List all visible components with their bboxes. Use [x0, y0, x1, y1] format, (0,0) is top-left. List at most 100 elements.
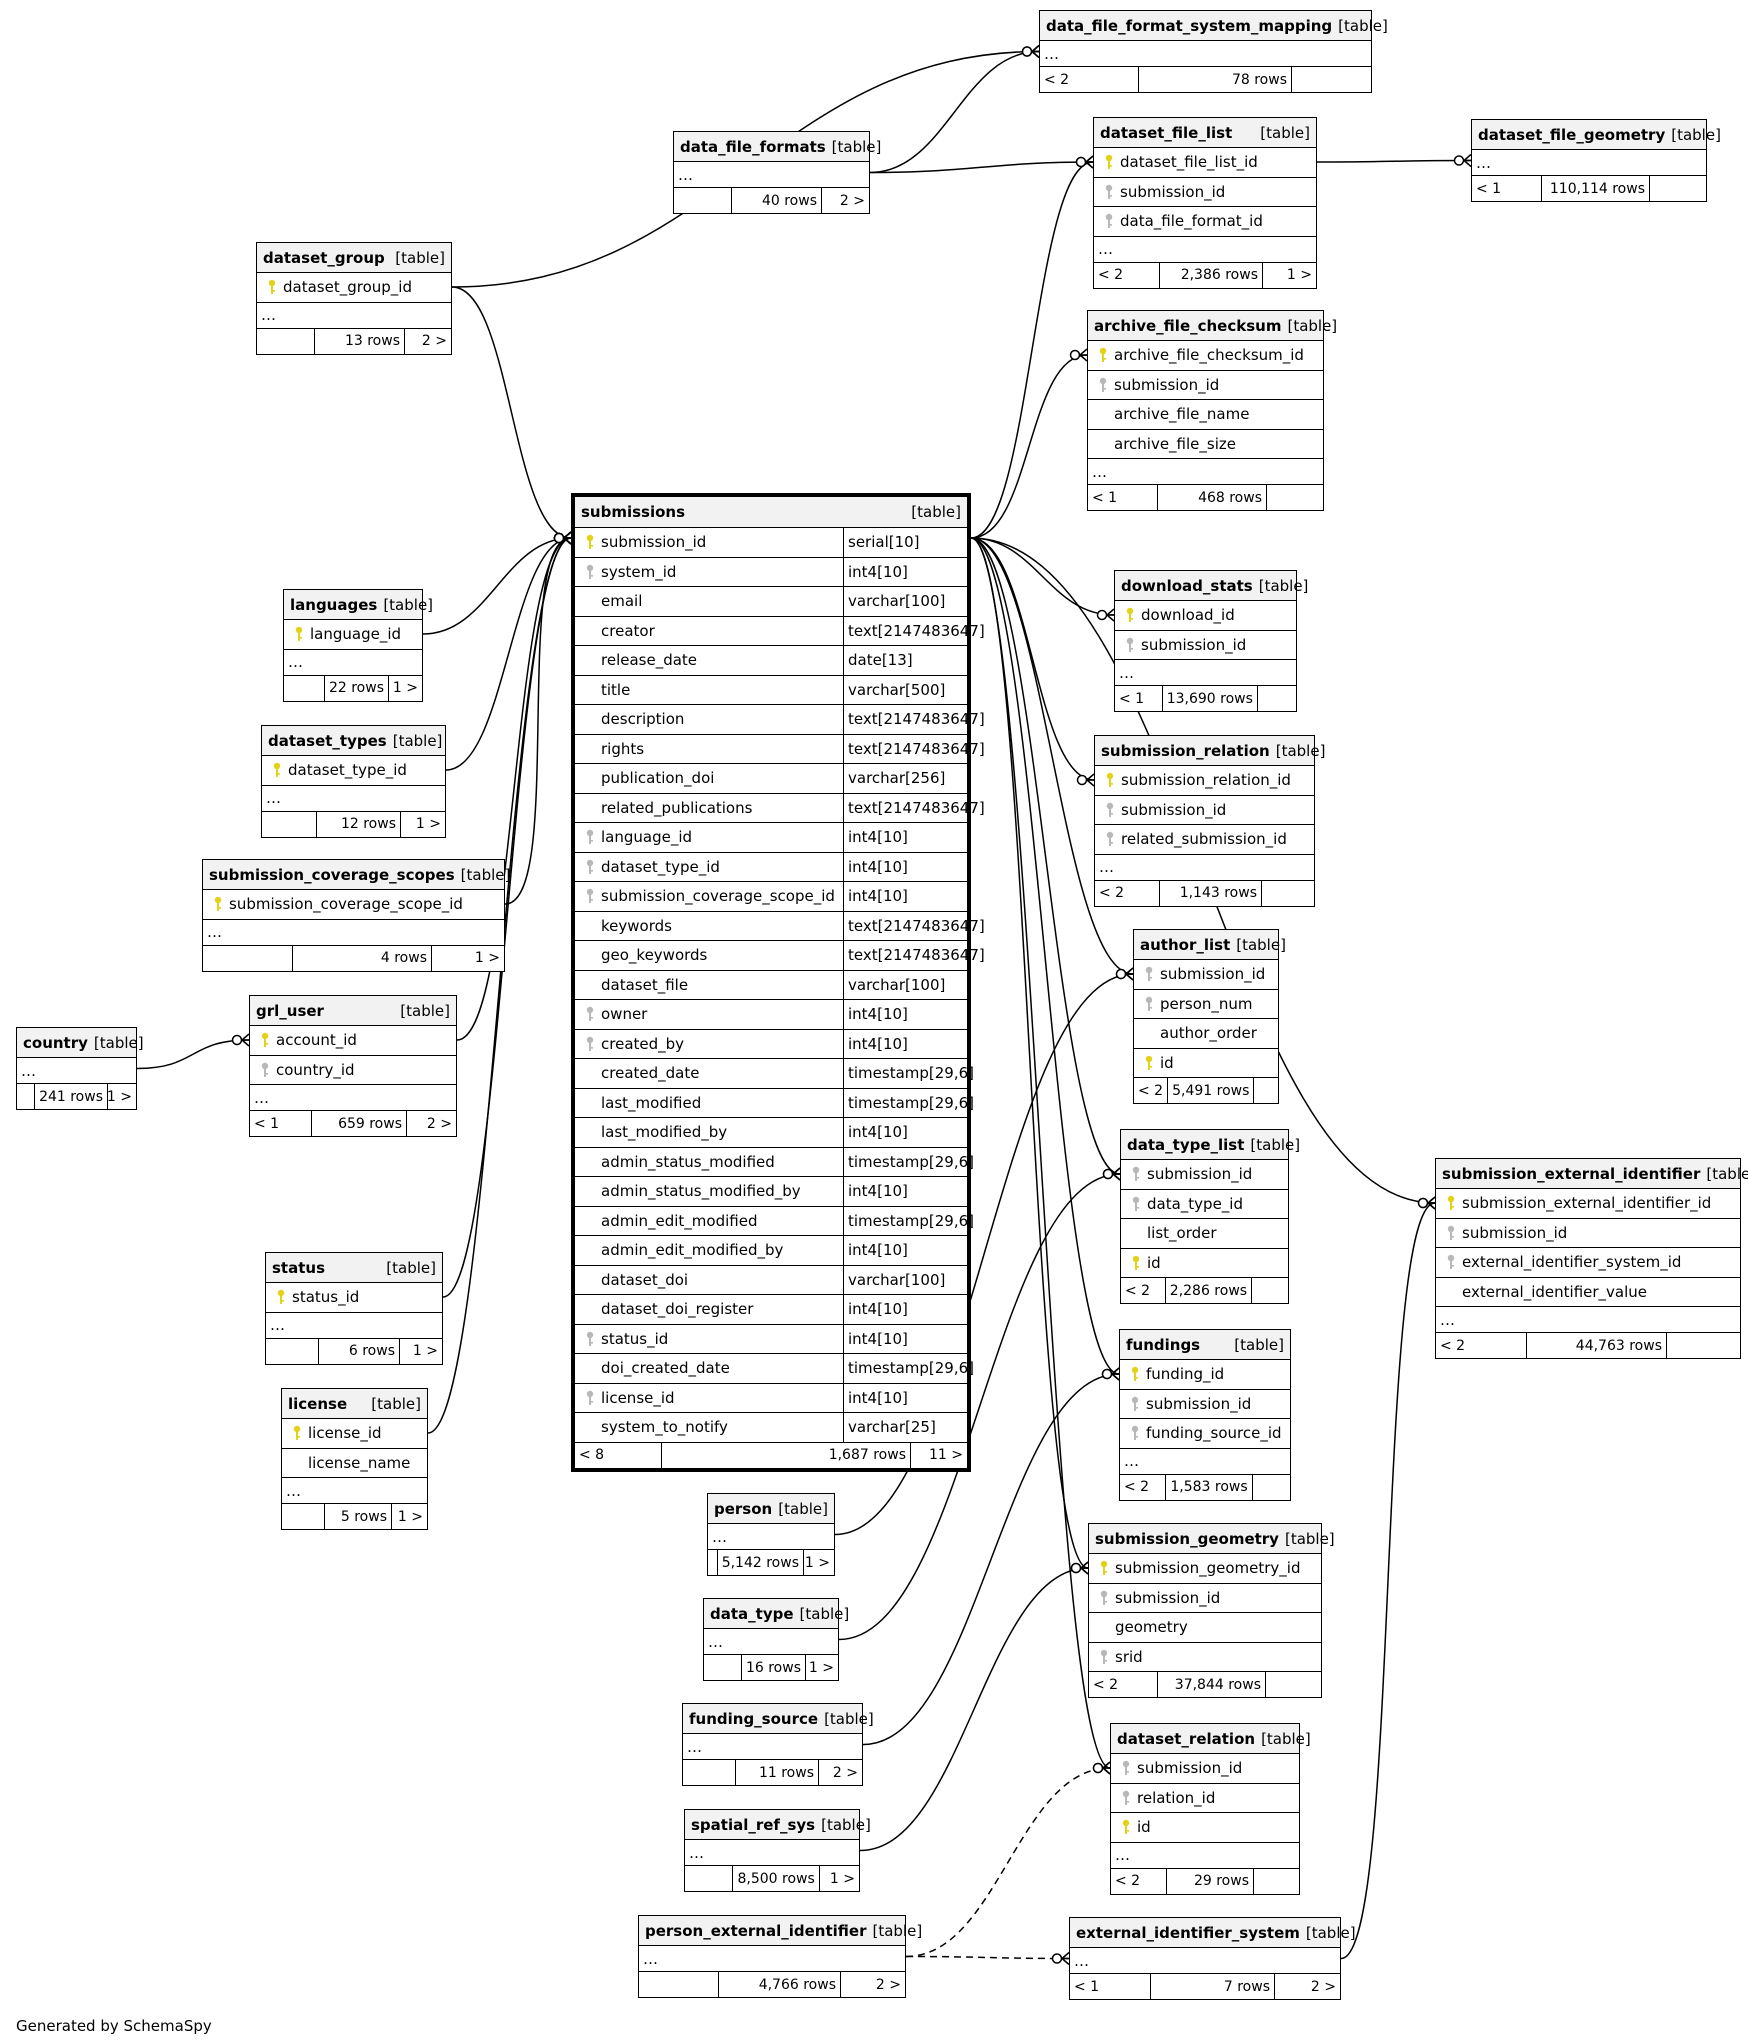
table-column-row[interactable]: data_type_id — [1121, 1190, 1288, 1219]
table-dataset-types[interactable]: dataset_types [table] dataset_type_id … … — [261, 725, 446, 838]
table-column-row[interactable]: dataset_group_id — [257, 273, 451, 303]
table-column-row[interactable]: related_submission_id — [1095, 825, 1314, 855]
table-person[interactable]: person [table] … 5,142 rows 1 > — [707, 1493, 835, 1576]
table-column-row[interactable]: funding_source_id — [1120, 1419, 1290, 1449]
table-column-row[interactable]: submission_id — [1115, 631, 1296, 660]
table-fundings[interactable]: fundings [table] funding_id submission_i… — [1119, 1329, 1291, 1501]
table-column-row[interactable]: submission_id — [1088, 371, 1323, 400]
table-column-row[interactable]: archive_file_checksum_id — [1088, 341, 1323, 371]
table-column-row[interactable]: archive_file_name — [1088, 400, 1323, 430]
table-column-row[interactable]: external_identifier_system_id — [1436, 1248, 1740, 1278]
table-column-row[interactable]: funding_id — [1120, 1360, 1290, 1390]
table-status[interactable]: status [table] status_id … 6 rows 1 > — [265, 1252, 443, 1365]
table-column-row[interactable]: country_id — [250, 1056, 456, 1085]
table-dataset-file-geometry[interactable]: dataset_file_geometry [table] … < 1 110,… — [1471, 119, 1721, 202]
table-column-row[interactable]: archive_file_size — [1088, 430, 1323, 459]
table-column-row[interactable]: submission_geometry_id — [1089, 1554, 1321, 1584]
table-country[interactable]: country [table] … 241 rows 1 > — [16, 1027, 144, 1110]
table-dataset-file-list[interactable]: dataset_file_list [table] dataset_file_l… — [1093, 117, 1317, 289]
table-column-row[interactable]: data_file_format_id — [1094, 207, 1316, 237]
table-submission-relation[interactable]: submission_relation [table] submission_r… — [1094, 735, 1325, 907]
table-download-stats[interactable]: download_stats [table] download_id submi… — [1114, 570, 1308, 712]
table-column-row[interactable]: submission_coverage_scope_id — [203, 890, 504, 920]
table-submission-geometry[interactable]: submission_geometry [table] submission_g… — [1088, 1523, 1335, 1698]
table-column-row[interactable]: language_id — [284, 620, 422, 650]
table-column-row[interactable]: list_order — [1121, 1219, 1288, 1249]
table-column-row[interactable]: relation_id — [1111, 1784, 1299, 1813]
table-column-row[interactable]: external_identifier_value — [1436, 1278, 1740, 1307]
table-column-row[interactable]: account_id — [250, 1026, 456, 1056]
table-data-file-format-system-mapping[interactable]: data_file_format_system_mapping [table] … — [1039, 10, 1388, 93]
table-column-row[interactable]: dataset_file_list_id — [1094, 148, 1316, 178]
table-external-identifier-system[interactable]: external_identifier_system [table] … < 1… — [1069, 1917, 1356, 2000]
table-column-row[interactable]: status_id — [266, 1283, 442, 1313]
table-column-row[interactable]: submission_id — [1111, 1754, 1299, 1784]
table-column-row[interactable]: submission_id — [1095, 796, 1314, 825]
table-spatial-ref-sys[interactable]: spatial_ref_sys [table] … 8,500 rows 1 > — [684, 1809, 871, 1892]
table-column-row[interactable]: srid — [1089, 1643, 1321, 1672]
table-column-row[interactable]: license_id — [282, 1419, 427, 1449]
table-dataset-relation[interactable]: dataset_relation [table] submission_id r… — [1110, 1723, 1311, 1895]
table-person-external-identifier[interactable]: person_external_identifier [table] … 4,7… — [638, 1915, 922, 1998]
table-column-row[interactable]: submission_id — [1121, 1160, 1288, 1190]
table-column-row[interactable]: submission_id — [1134, 960, 1278, 990]
table-column-row[interactable]: submission_id — [1089, 1584, 1321, 1613]
table-archive-file-checksum[interactable]: archive_file_checksum [table] archive_fi… — [1087, 310, 1337, 511]
table-column-row[interactable]: id — [1121, 1249, 1288, 1278]
table-submission-coverage-scopes[interactable]: submission_coverage_scopes [table] submi… — [202, 859, 510, 972]
table-languages[interactable]: languages [table] language_id … 22 rows … — [283, 589, 433, 702]
table-submission-external-identifier[interactable]: submission_external_identifier [table] s… — [1435, 1158, 1748, 1359]
table-funding-source[interactable]: funding_source [table] … 11 rows 2 > — [682, 1703, 874, 1786]
table-column-row[interactable]: dataset_type_id — [262, 756, 445, 786]
table-column-row[interactable]: id — [1134, 1049, 1278, 1078]
table-column-row[interactable]: submission_id — [1094, 178, 1316, 207]
table-data-file-formats[interactable]: data_file_formats [table] … 40 rows 2 > — [673, 131, 881, 214]
table-data-type-list[interactable]: data_type_list [table] submission_id dat… — [1120, 1129, 1300, 1304]
table-grl-user[interactable]: grl_user [table] account_id country_id …… — [249, 995, 457, 1137]
table-column-row[interactable]: geometry — [1089, 1613, 1321, 1643]
table-column-row[interactable]: submission_id — [1120, 1390, 1290, 1419]
table-column-row[interactable]: id — [1111, 1813, 1299, 1843]
table-license[interactable]: license [table] license_id license_name … — [281, 1388, 428, 1530]
table-column-row[interactable]: license_name — [282, 1449, 427, 1478]
table-column-row[interactable]: submission_relation_id — [1095, 766, 1314, 796]
table-column-row[interactable]: submission_id — [1436, 1219, 1740, 1248]
table-data-type[interactable]: data_type [table] … 16 rows 1 > — [703, 1598, 849, 1681]
table-author-list[interactable]: author_list [table] submission_id person… — [1133, 929, 1286, 1104]
table-column-row[interactable]: download_id — [1115, 601, 1296, 631]
table-column-row[interactable]: submission_external_identifier_id — [1436, 1189, 1740, 1219]
table-column-row[interactable]: author_order — [1134, 1019, 1278, 1049]
table-column-row[interactable]: person_num — [1134, 990, 1278, 1019]
